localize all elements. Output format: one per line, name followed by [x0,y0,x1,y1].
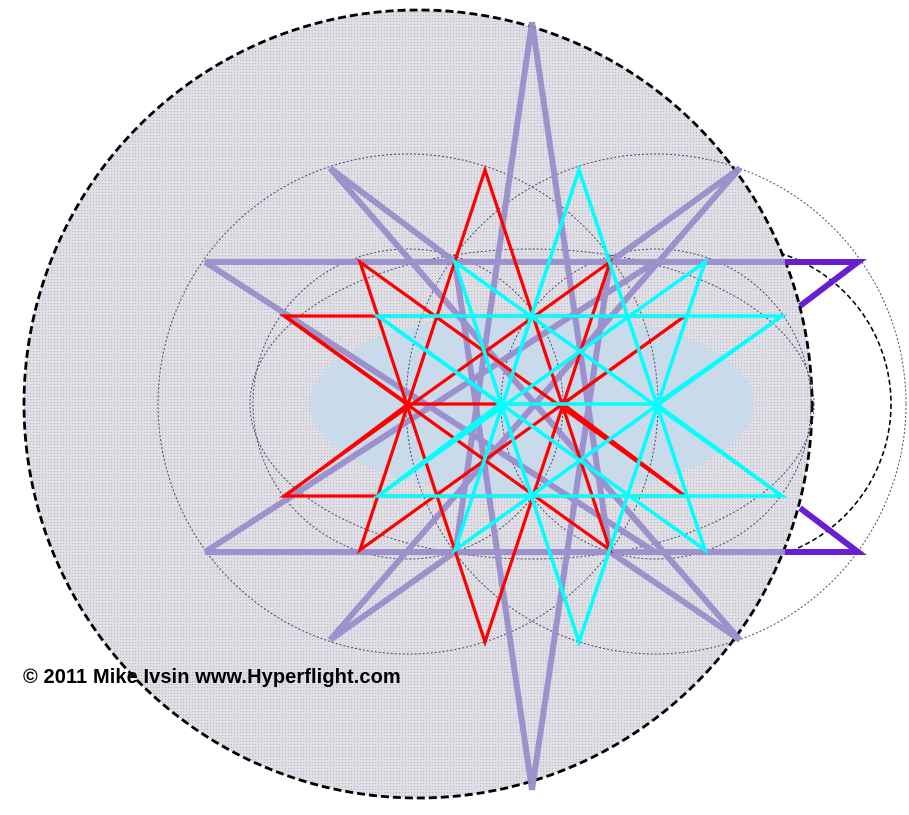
lavender-line [328,549,457,643]
red-line [562,314,686,406]
cyan-line [376,402,502,498]
lavender-line [203,259,657,555]
cyan-line [654,314,784,406]
cyan-line [376,314,502,406]
guide-ellipse-mid [249,248,815,560]
red-line [284,402,409,498]
red-line [284,314,409,406]
chevron-right-icon [785,505,867,555]
cyan-star [372,164,788,648]
copyright-caption: © 2011 Mike Ivsin www.Hyperflight.com [23,666,401,688]
lavender-star [203,21,860,791]
cyan-star-shape [372,257,788,648]
guide-circle-inner-right [500,248,812,560]
chevron-right-icon [785,259,867,309]
cyan-star-shape [372,164,788,555]
lavender-line [328,165,457,265]
lavender-line [608,549,742,643]
lavender-line [608,165,742,265]
red-line [562,402,686,498]
cyan-line [654,402,784,498]
lavender-line [529,261,613,791]
chevrons [785,259,867,555]
lavender-line [452,261,535,791]
